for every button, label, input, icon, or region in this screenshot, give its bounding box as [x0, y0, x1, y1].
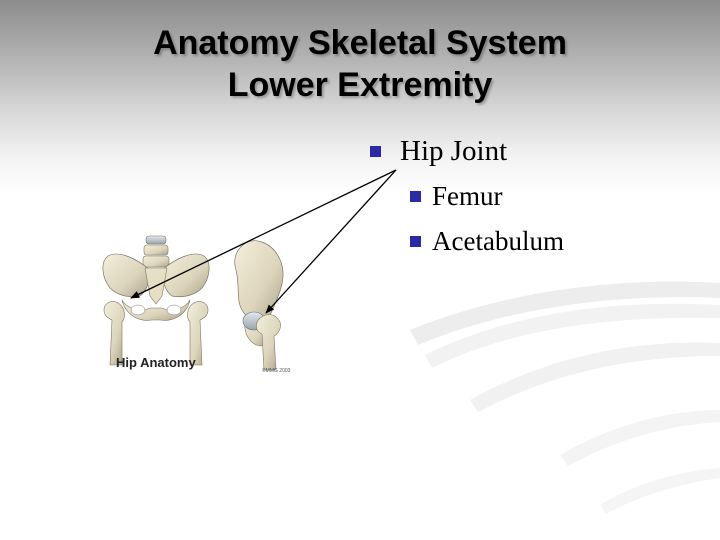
bullet-square-icon: [370, 145, 381, 157]
slide-title: Anatomy Skeletal System Lower Extremity: [60, 22, 660, 106]
bullet-acetabulum-text: Acetabulum: [432, 226, 564, 256]
pelvis-front-view: [102, 235, 210, 366]
bullet-hip-joint-text: Hip Joint: [400, 135, 508, 167]
bullet-square-icon: [410, 191, 421, 203]
title-line-1: Anatomy Skeletal System: [153, 24, 567, 62]
bullet-femur: Femur: [410, 179, 503, 213]
bullet-acetabulum: Acetabulum: [410, 224, 564, 258]
image-caption: Hip Anatomy: [116, 355, 196, 370]
bullet-square-icon: [410, 236, 421, 248]
image-copyright: ©MMG 2003: [262, 368, 291, 374]
bullet-femur-text: Femur: [432, 181, 503, 211]
hip-anatomy-illustration: [102, 235, 284, 371]
title-line-2: Lower Extremity: [227, 66, 493, 104]
bullet-hip-joint: Hip Joint: [370, 133, 507, 169]
pelvis-lateral-view: [234, 240, 284, 371]
arrow-to-front-hip: [130, 169, 397, 299]
arrow-to-side-hip: [265, 169, 397, 314]
